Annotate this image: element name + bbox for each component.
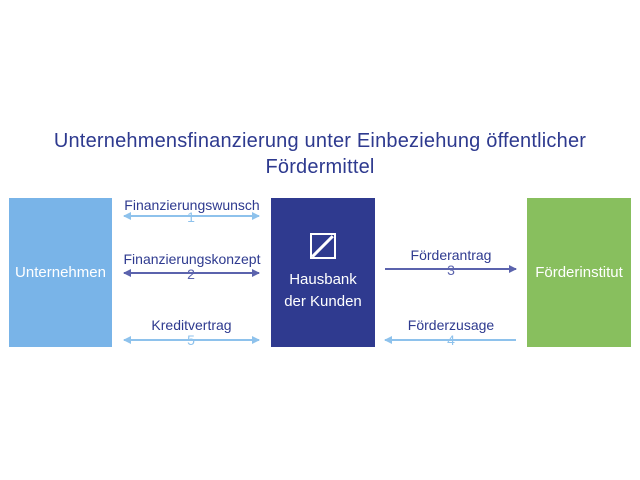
diagram-title: Unternehmensfinanzierung unter Einbezieh…	[53, 130, 587, 178]
bank-logo-icon	[310, 232, 336, 259]
node-hausbank-label-line2: der Kunden	[284, 292, 362, 310]
node-foerderinstitut: Förderinstitut	[527, 198, 631, 347]
flow-2-number: 2	[187, 266, 195, 282]
node-unternehmen-label: Unternehmen	[15, 263, 106, 281]
flow-4-number: 4	[447, 332, 455, 348]
flow-5-label: Kreditvertrag	[151, 317, 232, 333]
node-foerderinstitut-label: Förderinstitut	[535, 263, 623, 281]
flow-3-number: 3	[447, 262, 455, 278]
flow-3-label: Förderantrag	[410, 247, 492, 263]
flow-1-label: Finanzierungswunsch	[124, 197, 260, 213]
node-hausbank: Hausbank der Kunden	[271, 198, 375, 347]
node-unternehmen: Unternehmen	[9, 198, 112, 347]
flow-1-number: 1	[187, 209, 195, 225]
flow-5-number: 5	[187, 332, 195, 348]
node-hausbank-label-line1: Hausbank	[289, 270, 357, 288]
flow-2-label: Finanzierungskonzept	[123, 251, 261, 267]
flow-4-label: Förderzusage	[407, 317, 495, 333]
